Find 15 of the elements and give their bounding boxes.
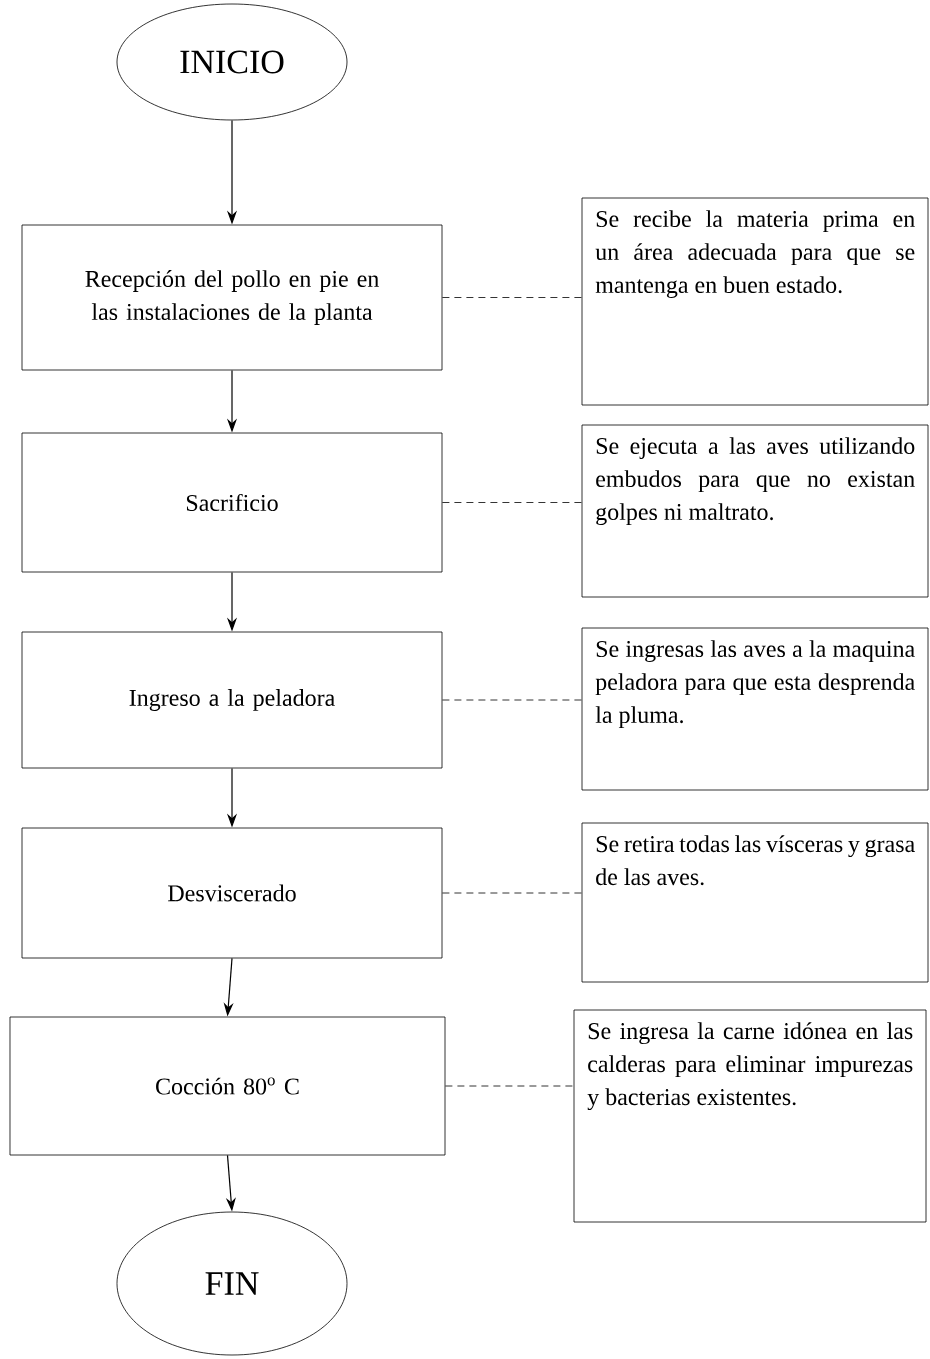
leader-line	[445, 1085, 574, 1087]
leader-line	[442, 502, 582, 503]
process-box: Ingreso a la peladora	[21, 631, 443, 769]
process-box: Desviscerado	[21, 827, 443, 959]
note-box: Se recibe la materia prima en un área adecuada para que se mantenga en buen estado.	[581, 197, 929, 406]
leader-line	[442, 699, 582, 701]
process-box: Cocción 80$^{o}$ C	[9, 1016, 446, 1156]
note-box: Se ingresa la carne idónea en las calderas para eliminar impurezas y bacterias existentes.	[573, 1009, 927, 1223]
note-box: Se ingresas las aves a la maquina peladora para que esta desprenda la pluma.	[581, 627, 929, 791]
process-box: Sacrificio	[21, 432, 443, 573]
note-box: Se retira todas las vísceras y grasa de las aves.	[581, 822, 929, 983]
note-box: Se ejecuta a las aves utilizando embudos para que no existan golpes ni maltrato.	[581, 424, 929, 598]
process-box: Recepción del pollo en pie en las instalaciones de la planta	[21, 224, 443, 371]
leader-line	[442, 892, 582, 894]
leader-line	[442, 297, 582, 298]
